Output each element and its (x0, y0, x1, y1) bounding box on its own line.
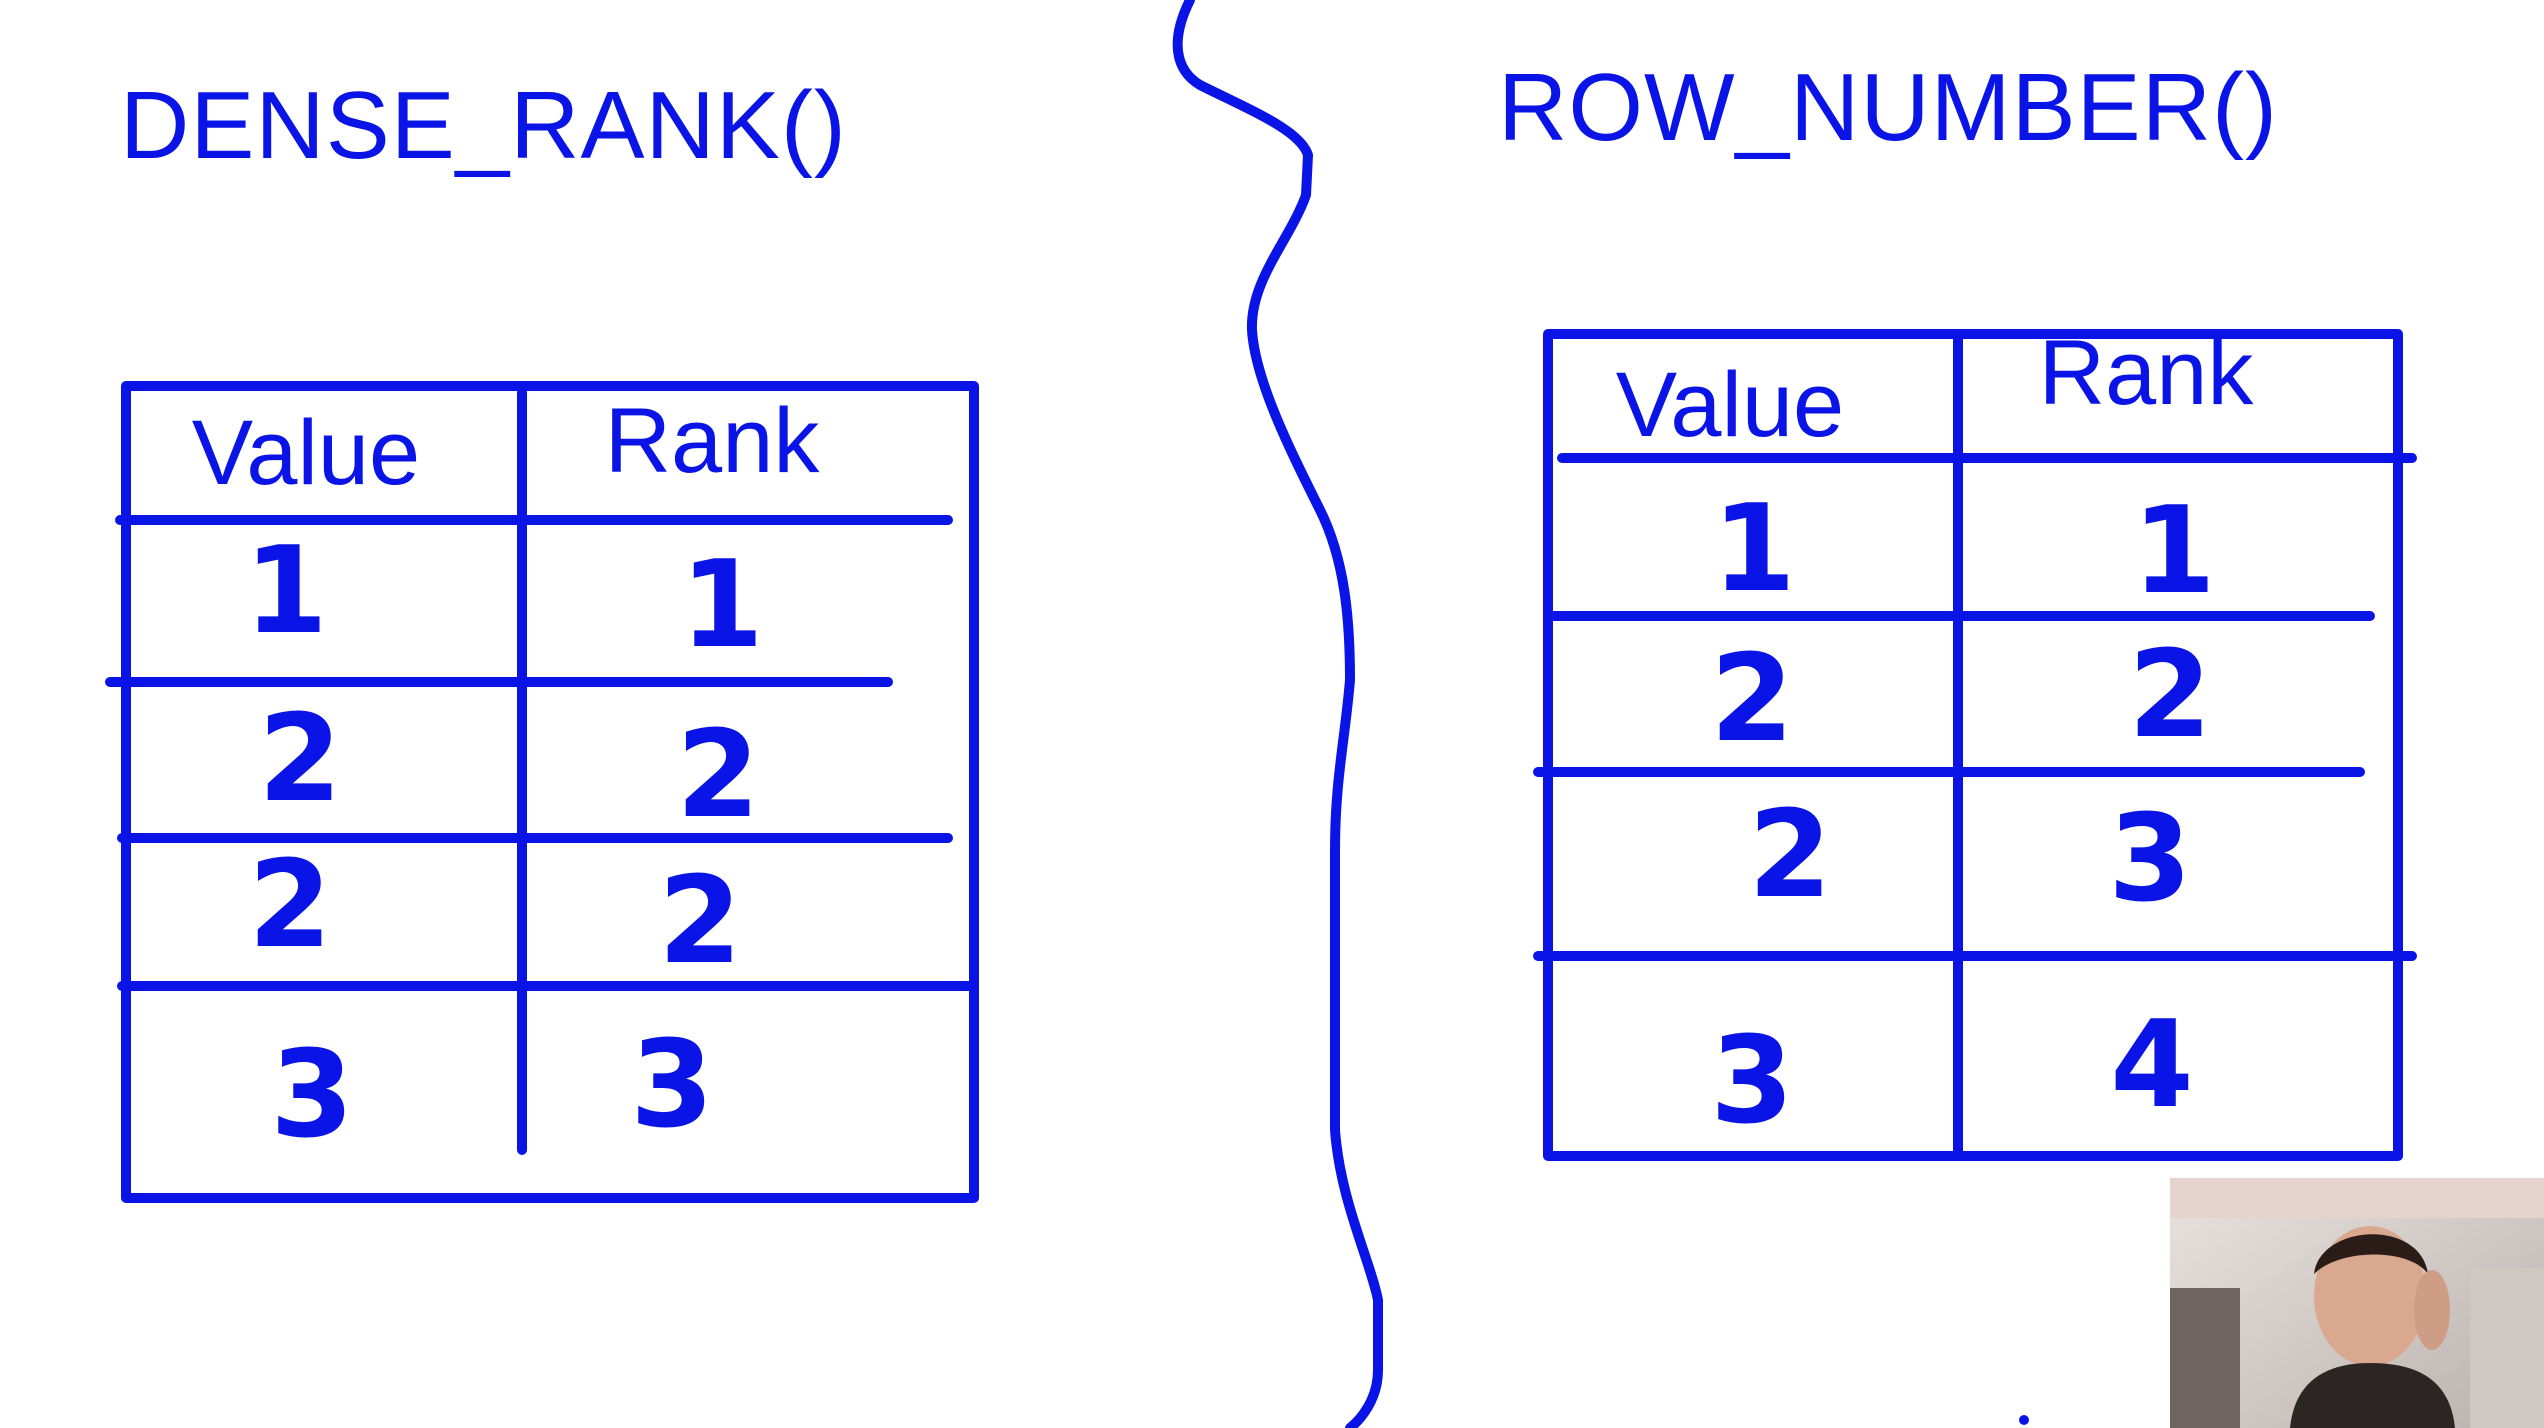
row-number-header-rank: Rank (2039, 322, 2255, 424)
row-number-cell-rank: 2 (2128, 626, 2212, 765)
dense-rank-cell-value: 3 (270, 1026, 354, 1165)
webcam-overlay (2170, 1178, 2544, 1428)
row-number-cell-rank: 1 (2132, 482, 2216, 621)
row-number-cell-rank: 3 (2108, 790, 2192, 929)
row-number-cell-value: 2 (1710, 630, 1794, 769)
dense-rank-cell-rank: 1 (680, 536, 764, 675)
dense-rank-cell-rank: 2 (676, 706, 760, 845)
dense-rank-cell-value: 1 (244, 522, 328, 661)
row-number-cell-value: 2 (1748, 786, 1832, 925)
divider-line (1172, 0, 1383, 1428)
dense-rank-header-rank: Rank (605, 390, 821, 492)
row-number-cell-value: 3 (1710, 1012, 1794, 1151)
dense-rank-cell-rank: 3 (630, 1016, 714, 1155)
row-number-header-value: Value (1616, 354, 1844, 456)
dense-rank-cell-value: 2 (258, 690, 342, 829)
dense-rank-table-lines (105, 381, 979, 1203)
row-number-title: ROW_NUMBER() (1498, 54, 2278, 161)
dense-rank-cell-rank: 2 (658, 852, 742, 991)
row-number-cell-value: 1 (1712, 480, 1796, 619)
row-number-cell-rank: 4 (2110, 996, 2194, 1135)
person-webcam-icon (2170, 1178, 2544, 1428)
row-number-table-lines (1533, 329, 2417, 1161)
dense-rank-title: DENSE_RANK() (120, 72, 847, 179)
dense-rank-header-value: Value (192, 402, 420, 504)
dense-rank-cell-value: 2 (248, 836, 332, 975)
